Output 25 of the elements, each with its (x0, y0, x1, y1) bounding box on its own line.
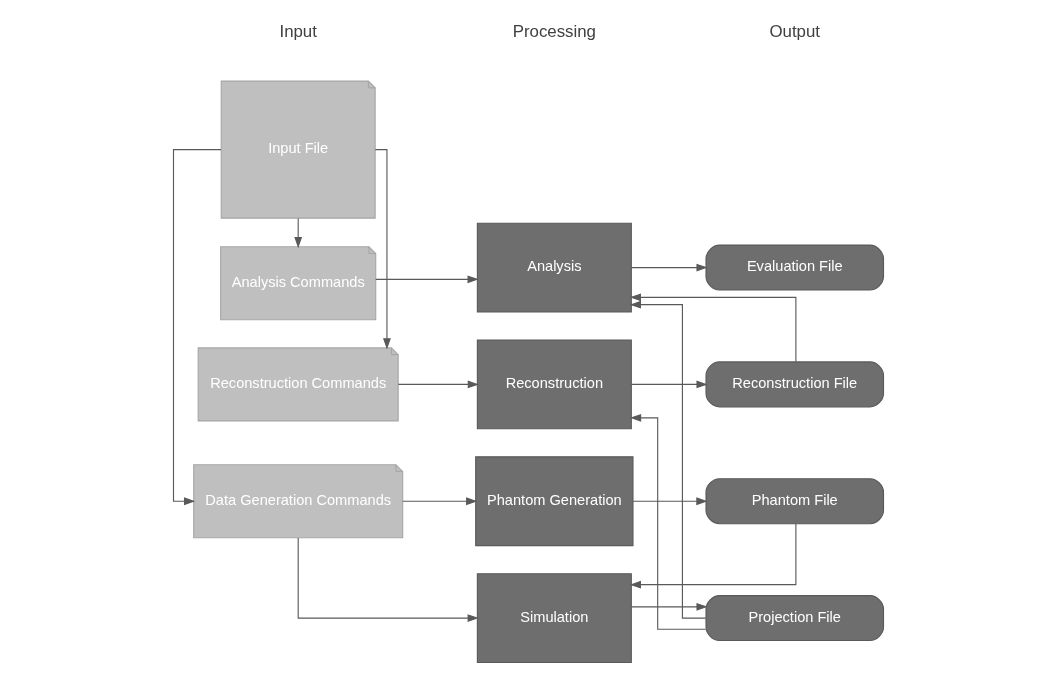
node-box: Evaluation File (704, 244, 884, 291)
arrow (630, 602, 708, 611)
arrow (374, 275, 479, 284)
node-box: Reconstruction (476, 339, 632, 430)
arrow (172, 149, 222, 506)
arrow (630, 263, 708, 272)
arrow (632, 497, 708, 506)
arrow (293, 217, 302, 249)
label: Input (278, 21, 317, 41)
node-box: Simulation (476, 573, 632, 663)
node-box: Phantom Generation (474, 456, 634, 547)
arrow (629, 523, 796, 589)
arrow (629, 300, 706, 619)
node-box: Reconstruction File (704, 361, 884, 408)
node-box: Analysis (476, 222, 632, 313)
label: Output (768, 21, 820, 41)
node-box: Phantom File (704, 478, 884, 525)
arrow (401, 497, 477, 506)
arrow (630, 380, 708, 389)
arrow (629, 413, 706, 630)
arrow (629, 293, 796, 363)
arrow (397, 380, 479, 389)
node-box: Projection File (704, 595, 884, 642)
arrow (297, 537, 479, 622)
label: Processing (512, 21, 596, 41)
